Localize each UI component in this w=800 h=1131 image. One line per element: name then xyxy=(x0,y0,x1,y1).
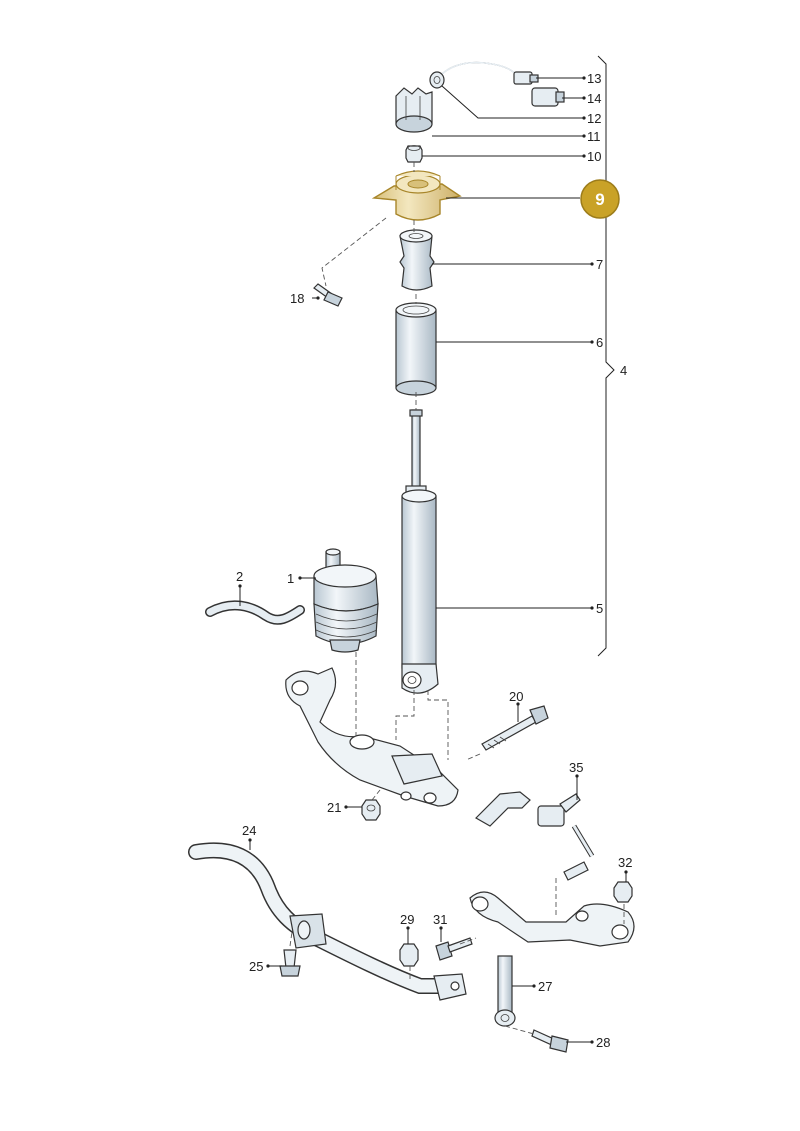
label-21: 21 xyxy=(327,800,341,815)
label-1: 1 xyxy=(287,571,294,586)
label-5: 5 xyxy=(596,601,603,616)
label-14: 14 xyxy=(587,91,601,106)
stabilizer-bar-24 xyxy=(188,842,467,1001)
connector-13 xyxy=(513,71,539,85)
level-sensor-35 xyxy=(475,791,595,881)
air-line-2 xyxy=(205,600,305,625)
label-32: 32 xyxy=(618,855,632,870)
connector-14 xyxy=(531,87,565,107)
sensor-wire xyxy=(437,61,519,79)
nut-10 xyxy=(405,145,423,163)
strut-mount-9[interactable] xyxy=(371,170,462,221)
callout-labels: 13 14 12 11 10 7 6 4 5 18 1 2 20 21 35 2… xyxy=(236,71,632,1050)
air-spring-1 xyxy=(313,548,379,653)
label-7: 7 xyxy=(596,257,603,272)
bolt-18 xyxy=(313,283,343,307)
label-11: 11 xyxy=(587,129,601,144)
bolt-20 xyxy=(481,705,549,751)
top-mount-cap-11 xyxy=(395,87,433,133)
shock-absorber-5 xyxy=(401,409,439,694)
label-24: 24 xyxy=(242,823,256,838)
assembly-dash-lines xyxy=(289,162,625,1035)
label-9: 9 xyxy=(595,190,604,209)
lower-control-arm xyxy=(285,667,459,807)
assembly-bracket xyxy=(597,55,615,657)
nut-32 xyxy=(613,881,633,903)
highlight-marker-9[interactable]: 9 xyxy=(580,179,620,219)
grommet-12 xyxy=(429,71,445,89)
label-10: 10 xyxy=(587,149,601,164)
bolt-25 xyxy=(279,949,301,977)
label-29: 29 xyxy=(400,912,414,927)
protective-tube-6 xyxy=(395,302,437,396)
label-2: 2 xyxy=(236,569,243,584)
bolt-31 xyxy=(435,937,473,961)
label-25: 25 xyxy=(249,959,263,974)
coupling-rod-27 xyxy=(494,955,516,1027)
nut-21 xyxy=(361,799,381,821)
label-35: 35 xyxy=(569,760,583,775)
label-31: 31 xyxy=(433,912,447,927)
label-20: 20 xyxy=(509,689,523,704)
label-28: 28 xyxy=(596,1035,610,1050)
highlight-circle xyxy=(580,179,620,219)
nut-29 xyxy=(399,943,419,967)
label-27: 27 xyxy=(538,979,552,994)
bump-stop-7 xyxy=(399,229,435,291)
label-13: 13 xyxy=(587,71,601,86)
label-6: 6 xyxy=(596,335,603,350)
label-4: 4 xyxy=(620,363,627,378)
bolt-28 xyxy=(531,1029,569,1053)
upper-control-arm xyxy=(469,891,635,947)
leader-lines xyxy=(238,76,628,1044)
label-18: 18 xyxy=(290,291,304,306)
label-12: 12 xyxy=(587,111,601,126)
